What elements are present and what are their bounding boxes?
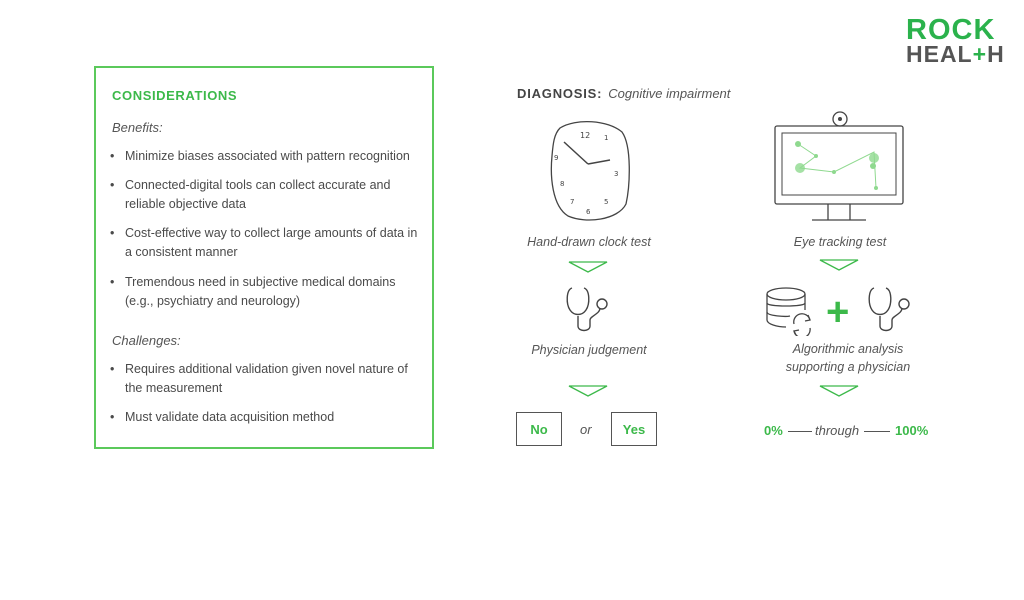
svg-text:5: 5 (604, 198, 608, 206)
diagnosis-heading: DIAGNOSIS: Cognitive impairment (517, 86, 730, 101)
diagnosis-label: DIAGNOSIS: (517, 86, 603, 101)
range-line-left (788, 431, 812, 432)
benefit-item: Cost-effective way to collect large amou… (110, 224, 422, 262)
considerations-panel: CONSIDERATIONS Benefits: Minimize biases… (94, 66, 434, 449)
stethoscope-icon (868, 287, 910, 332)
through-text: through (815, 423, 860, 438)
benefit-item: Minimize biases associated with pattern … (110, 147, 422, 166)
benefit-item: Connected-digital tools can collect accu… (110, 176, 422, 214)
clock-test-label: Hand-drawn clock test (527, 235, 651, 249)
challenges-heading: Challenges: (112, 333, 181, 348)
diagnosis-value: Cognitive impairment (608, 86, 731, 101)
rock-health-logo: ROCK HEAL+H (906, 14, 1004, 67)
logo-plus: + (972, 41, 988, 67)
plus-icon: + (826, 290, 850, 334)
logo-text-b: H (987, 41, 1005, 67)
svg-text:9: 9 (554, 154, 558, 162)
algorithmic-analysis-label: Algorithmic analysis supporting a physic… (758, 340, 938, 376)
benefit-item: Tremendous need in subjective medical do… (110, 273, 422, 311)
physician-judgement-label: Physician judgement (531, 343, 647, 357)
down-arrow-icon (819, 385, 859, 397)
logo-text-a: HEAL (906, 41, 973, 67)
down-arrow-icon (568, 261, 608, 273)
no-outcome-box: No (516, 412, 562, 446)
challenge-item: Must validate data acquisition method (110, 408, 422, 427)
clock-drawing-icon: 12 9 3 8 6 5 7 1 (550, 120, 630, 221)
svg-text:6: 6 (586, 208, 591, 216)
benefits-heading: Benefits: (112, 120, 163, 135)
yes-outcome-box: Yes (611, 412, 657, 446)
percent-low: 0% (764, 423, 783, 438)
stethoscope-icon (566, 287, 608, 332)
svg-text:12: 12 (580, 131, 590, 140)
logo-line-2: HEAL+H (906, 42, 1004, 66)
or-text: or (580, 422, 592, 437)
range-line-right (864, 431, 890, 432)
analysis-line-2: supporting a physician (785, 360, 911, 374)
considerations-title: CONSIDERATIONS (112, 88, 238, 103)
svg-text:7: 7 (570, 198, 574, 206)
percent-high: 100% (895, 423, 929, 438)
down-arrow-icon (568, 385, 608, 397)
challenge-item: Requires additional validation given nov… (110, 360, 422, 398)
analysis-line-1: Algorithmic analysis (792, 342, 904, 356)
svg-text:3: 3 (614, 170, 618, 178)
eye-tracking-label: Eye tracking test (793, 235, 887, 249)
database-sync-icon (766, 287, 811, 336)
eye-tracking-monitor-icon (774, 111, 904, 221)
svg-text:1: 1 (604, 134, 608, 142)
svg-text:8: 8 (560, 180, 564, 188)
logo-line-1: ROCK (906, 14, 996, 46)
down-arrow-icon (819, 259, 859, 271)
